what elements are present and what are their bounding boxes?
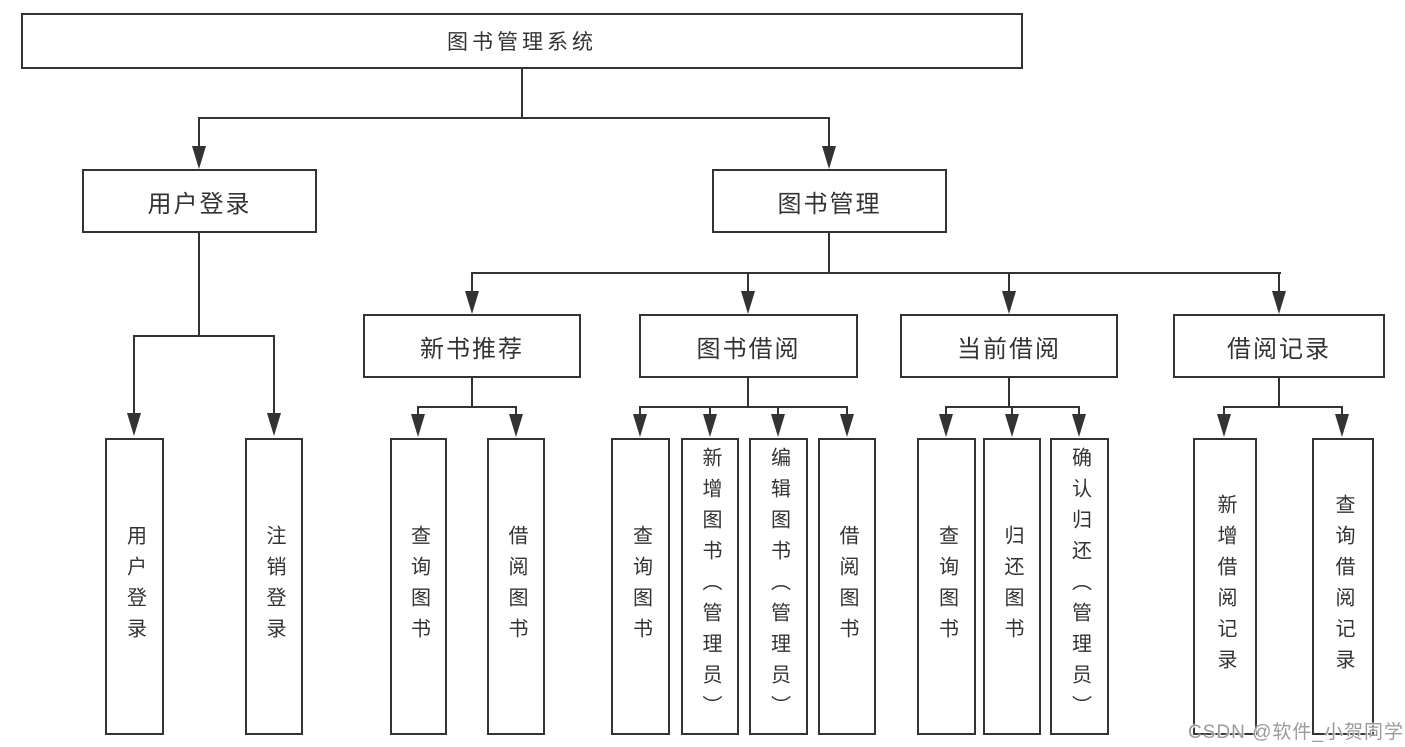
arrowhead-down-icon [127, 413, 141, 436]
node-label: 新增借阅记录 [1214, 493, 1236, 680]
arrowhead-down-icon [411, 414, 425, 437]
connector-shaft [828, 117, 830, 148]
arrowhead-down-icon [509, 414, 523, 437]
connector-shaft [471, 272, 473, 292]
connector-root-stem [521, 69, 523, 118]
arrowhead-down-icon [771, 414, 785, 437]
node-label: 查询图书 [407, 524, 430, 649]
connector-shaft [846, 406, 848, 416]
arrowhead-down-icon [741, 291, 755, 314]
node-label: 用户登录 [147, 190, 252, 218]
node-label: 当前借阅 [957, 335, 1061, 363]
node-logout: 注销登录 [245, 438, 303, 735]
node-book-management: 图书管理 [712, 169, 947, 233]
connector-shaft [747, 272, 749, 292]
node-label: 借阅记录 [1227, 335, 1331, 363]
connector-shaft [709, 406, 711, 416]
node-label: 借阅图书 [836, 524, 858, 649]
node-user-login-leaf: 用户登录 [105, 438, 164, 735]
arrowhead-down-icon [1005, 414, 1019, 437]
node-current-borrowing: 当前借阅 [900, 314, 1118, 378]
connector-shaft [1008, 272, 1010, 292]
csdn-watermark: CSDN @软件_小贺同学 [1188, 722, 1404, 743]
connector-shaft [945, 406, 947, 416]
connector-shaft [1078, 406, 1080, 416]
connector-shaft [639, 406, 641, 416]
connector-group-stem [471, 378, 473, 407]
node-add-books-admin: 新增图书（管理员） [681, 438, 739, 735]
node-label: 查询图书 [935, 524, 958, 649]
node-label: 编辑图书（管理员） [767, 447, 790, 726]
arrowhead-down-icon [1217, 414, 1231, 437]
node-label: 借阅图书 [505, 524, 527, 649]
arrowhead-down-icon [840, 414, 854, 437]
connector-shaft [1223, 406, 1225, 416]
node-label: 图书管理 [777, 190, 882, 218]
arrowhead-down-icon [1335, 414, 1349, 437]
connector-group-bar [639, 406, 848, 408]
node-label: 查询借阅记录 [1332, 493, 1354, 680]
connector-user-login-stem [198, 233, 200, 337]
arrowhead-down-icon [1072, 414, 1086, 437]
node-label: 图书管理系统 [447, 31, 597, 54]
node-user-login: 用户登录 [82, 169, 317, 233]
node-new-book-recommendation: 新书推荐 [363, 314, 581, 378]
node-borrow-books: 借阅图书 [487, 438, 545, 735]
connector-shaft [273, 335, 275, 415]
node-query-books: 查询图书 [390, 438, 447, 735]
arrowhead-down-icon [633, 414, 647, 437]
node-confirm-return-admin: 确认归还（管理员） [1050, 438, 1109, 735]
node-query-books: 查询图书 [917, 438, 976, 735]
connector-shaft [1011, 406, 1013, 416]
connector-group-stem [1278, 378, 1280, 407]
arrowhead-down-icon [267, 413, 281, 436]
connector-shaft [1278, 272, 1280, 292]
node-label: 用户登录 [123, 524, 146, 649]
node-label: 图书借阅 [696, 335, 801, 363]
arrowhead-down-icon [939, 414, 953, 437]
connector-shaft [777, 406, 779, 416]
connector-group-stem [747, 378, 749, 407]
connector-user-login-bar [133, 335, 275, 337]
node-query-borrow-record: 查询借阅记录 [1312, 438, 1374, 735]
node-label: 注销登录 [263, 524, 285, 649]
connector-shaft [133, 335, 135, 415]
arrowhead-down-icon [1002, 291, 1016, 314]
node-label: 确认归还（管理员） [1068, 447, 1091, 726]
node-label: 查询图书 [629, 524, 652, 649]
node-label: 新书推荐 [420, 335, 524, 363]
connector-shaft [198, 117, 200, 148]
arrowhead-down-icon [1272, 291, 1286, 314]
node-edit-books-admin: 编辑图书（管理员） [749, 438, 808, 735]
connector-shaft [1341, 406, 1343, 416]
node-label: 新增图书（管理员） [699, 447, 721, 726]
node-add-borrow-record: 新增借阅记录 [1193, 438, 1257, 735]
connector-group-bar [1223, 406, 1343, 408]
connector-level2-bar [198, 117, 830, 119]
connector-group-bar [417, 406, 517, 408]
connector-shaft [515, 406, 517, 416]
arrowhead-down-icon [822, 146, 836, 169]
connector-shaft [417, 406, 419, 416]
arrowhead-down-icon [192, 146, 206, 169]
connector-level3-bar [471, 272, 1281, 274]
node-borrowing-records: 借阅记录 [1173, 314, 1385, 378]
node-library-management-system: 图书管理系统 [21, 13, 1023, 69]
node-borrow-books: 借阅图书 [818, 438, 876, 735]
node-return-books: 归还图书 [983, 438, 1041, 735]
arrowhead-down-icon [703, 414, 717, 437]
connector-book-management-stem [828, 233, 830, 274]
node-query-books: 查询图书 [611, 438, 670, 735]
node-book-borrowing: 图书借阅 [639, 314, 858, 378]
arrowhead-down-icon [465, 291, 479, 314]
connector-group-stem [1008, 378, 1010, 407]
node-label: 归还图书 [1001, 524, 1023, 649]
